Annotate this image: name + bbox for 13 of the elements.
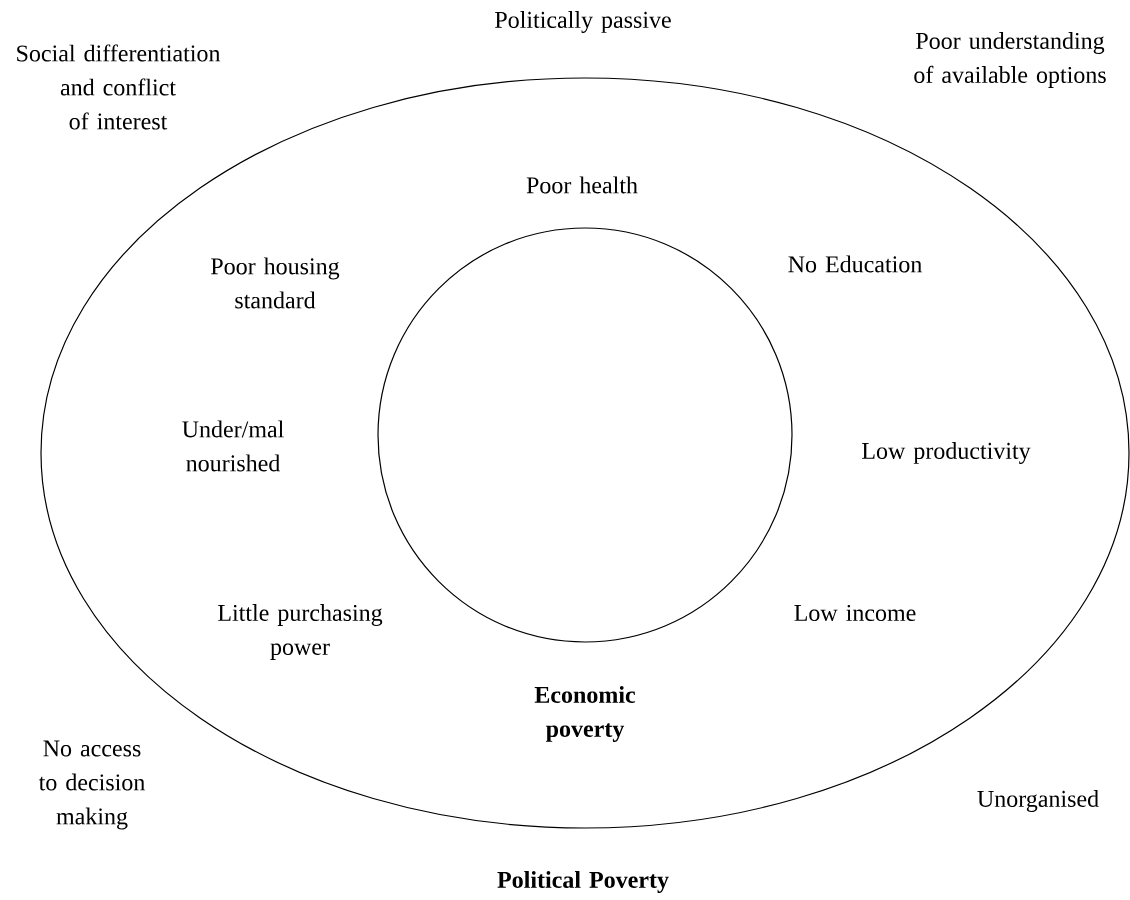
- label-text: Low productivity: [862, 442, 1031, 464]
- region-label: Economic poverty: [534, 686, 636, 742]
- label-text: Under/mal nourished: [182, 420, 284, 472]
- label-text: Poor health: [526, 176, 638, 194]
- label-text: Political Poverty: [497, 871, 669, 893]
- label-text: No access to decision making: [38, 740, 145, 830]
- label-text: Politically passive: [495, 11, 671, 33]
- label-text: Social differentiation and conflict of interest: [17, 44, 221, 130]
- label-text: No Education: [788, 255, 922, 273]
- label-text: Unorganised: [977, 790, 1099, 812]
- label-text: Poor housing standard: [211, 257, 340, 309]
- label-text: Poor understanding of available options: [914, 32, 1106, 88]
- label-text: Little purchasing power: [218, 604, 383, 660]
